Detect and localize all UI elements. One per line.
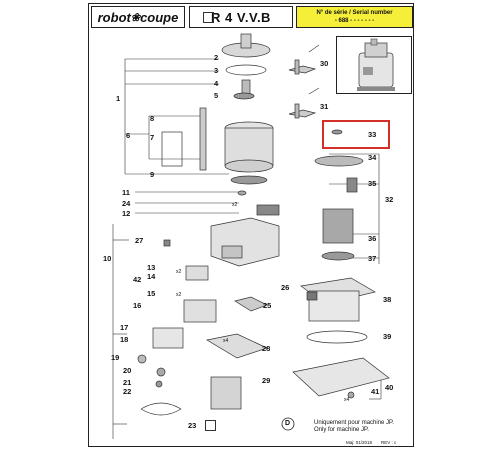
- callout-32: 32: [385, 195, 394, 204]
- callout-23: 23: [188, 421, 197, 430]
- callout-12: 12: [122, 209, 131, 218]
- callout-24: 24: [122, 199, 131, 208]
- machine-note: Uniquement pour machine JP. Only for mac…: [314, 420, 394, 434]
- serial-label: N° de série / Serial number: [316, 10, 393, 16]
- callout-29: 29: [262, 376, 271, 385]
- note-line-en: Only for machine JP.: [314, 427, 369, 433]
- note-line-fr: Uniquement pour machine JP.: [314, 420, 394, 426]
- callout-33: 33: [368, 130, 377, 139]
- qty-label: x2: [232, 202, 238, 208]
- callout-20: 20: [123, 366, 132, 375]
- marker-square: [205, 420, 216, 431]
- callout-18: 18: [120, 335, 129, 344]
- brand-right: coupe: [140, 9, 179, 25]
- callout-27: 27: [135, 236, 144, 245]
- callout-30: 30: [320, 59, 329, 68]
- callout-10: 10: [103, 254, 112, 263]
- callout-19: 19: [111, 353, 120, 362]
- qty-label: x2: [176, 269, 182, 275]
- footer-date: Maj: 01/2018: [346, 440, 373, 445]
- callout-3: 3: [214, 66, 219, 75]
- qty-label: x4: [223, 338, 229, 344]
- d-symbol: D: [285, 420, 291, 427]
- callout-16: 16: [133, 301, 142, 310]
- qty-label: x4: [344, 397, 350, 403]
- callout-42: 42: [133, 275, 142, 284]
- callout-39: 39: [383, 332, 392, 341]
- callout-8: 8: [150, 114, 155, 123]
- highlight-box: [322, 120, 390, 149]
- serial-value: - 688 - - - - - - -: [334, 18, 375, 24]
- callout-40: 40: [385, 383, 394, 392]
- callout-13: 13: [147, 263, 156, 272]
- callout-34: 34: [368, 153, 377, 162]
- callout-22: 22: [123, 387, 132, 396]
- callout-11: 11: [122, 188, 130, 197]
- callout-15: 15: [147, 289, 156, 298]
- callout-38: 38: [383, 295, 392, 304]
- callout-36: 36: [368, 234, 377, 243]
- callout-7: 7: [150, 133, 155, 142]
- callout-25: 25: [263, 301, 272, 310]
- callout-31: 31: [320, 102, 329, 111]
- brand-mark-icon: ❀: [130, 11, 141, 24]
- callout-37: 37: [368, 254, 377, 263]
- callout-14: 14: [147, 272, 156, 281]
- brand-left: robot: [97, 9, 131, 25]
- marker-square: [203, 12, 214, 23]
- serial-box: N° de série / Serial number - 688 - - - …: [296, 6, 413, 28]
- callout-41: 41: [371, 387, 380, 396]
- callout-1: 1: [116, 94, 121, 103]
- callout-21: 21: [123, 378, 132, 387]
- callout-17: 17: [120, 323, 129, 332]
- callout-5: 5: [214, 91, 219, 100]
- callout-2: 2: [214, 53, 219, 62]
- callout-4: 4: [214, 79, 219, 88]
- parts-diagram-sheet: robot ❀ coupe R 4 V.V.B N° de série / Se…: [88, 3, 414, 447]
- qty-label: x2: [176, 292, 182, 298]
- footer-rev: REV : c: [381, 440, 397, 445]
- exploded-view-drawing: [112, 33, 390, 439]
- callout-6: 6: [126, 131, 131, 140]
- machine-thumbnail: [336, 36, 412, 94]
- callout-26: 26: [281, 283, 290, 292]
- model-title: R 4 V.V.B: [189, 6, 293, 28]
- callout-28: 28: [262, 344, 271, 353]
- machine-thumbnail-icon: [357, 38, 395, 91]
- callout-9: 9: [150, 170, 155, 179]
- callout-35: 35: [368, 179, 377, 188]
- brand-logo: robot ❀ coupe: [91, 6, 185, 28]
